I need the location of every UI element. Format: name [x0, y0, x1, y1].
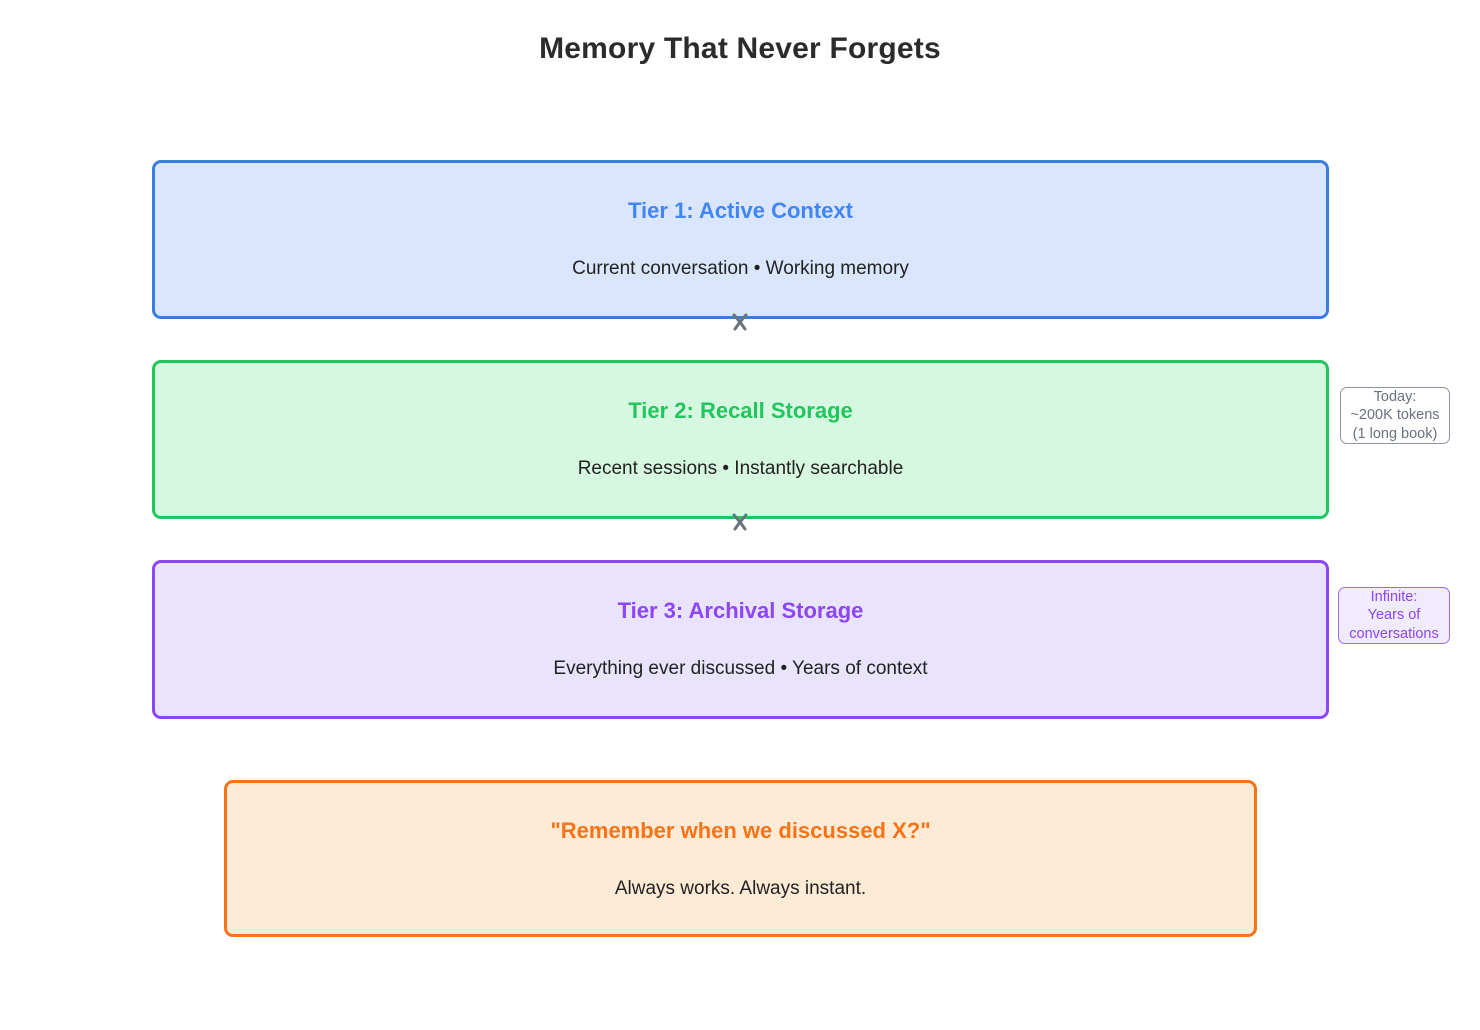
tier-3-title: Tier 3: Archival Storage: [617, 597, 864, 623]
capacity-badge-infinite: Infinite: Years of conversations: [1338, 587, 1450, 644]
badge-today-line-1: Today:: [1373, 388, 1417, 405]
page-title: Memory That Never Forgets: [539, 32, 941, 65]
callout-subtitle: Always works. Always instant.: [614, 877, 867, 899]
capacity-badge-today: Today: ~200K tokens (1 long book): [1340, 387, 1450, 444]
badge-infinite-line-3: conversations: [1349, 625, 1439, 642]
badge-today-line-3: (1 long book): [1352, 425, 1438, 442]
tier-2-box: Tier 2: Recall Storage Recent sessions •…: [152, 360, 1329, 519]
down-arrow-icon: [729, 511, 751, 533]
tier-3-subtitle: Everything ever discussed • Years of con…: [553, 658, 928, 680]
badge-infinite-line-1: Infinite:: [1370, 588, 1418, 605]
tier-2-title: Tier 2: Recall Storage: [628, 397, 853, 423]
tier-2-subtitle: Recent sessions • Instantly searchable: [577, 458, 904, 480]
tier-1-title: Tier 1: Active Context: [628, 197, 853, 223]
tier-3-box: Tier 3: Archival Storage Everything ever…: [152, 560, 1329, 719]
callout-box: "Remember when we discussed X?" Always w…: [224, 780, 1257, 937]
callout-title: "Remember when we discussed X?": [550, 817, 931, 843]
badge-today-line-2: ~200K tokens: [1350, 407, 1440, 424]
tier-1-subtitle: Current conversation • Working memory: [572, 258, 909, 280]
badge-infinite-line-2: Years of: [1367, 607, 1421, 624]
down-arrow-icon: [729, 311, 751, 333]
tier-1-box: Tier 1: Active Context Current conversat…: [152, 160, 1329, 319]
